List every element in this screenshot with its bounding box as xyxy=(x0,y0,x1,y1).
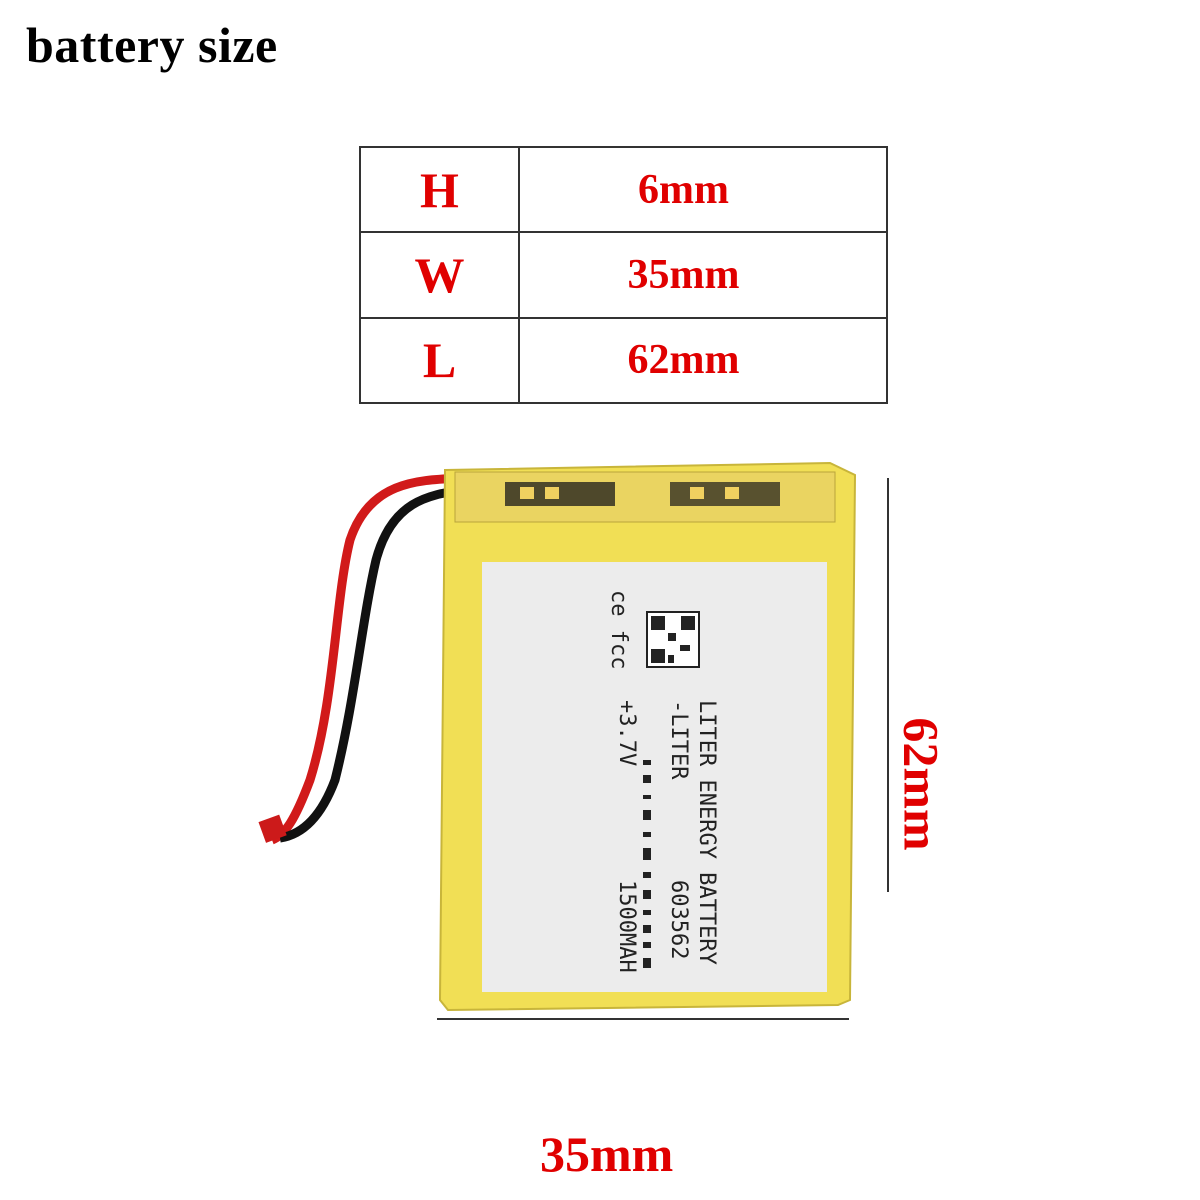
dimension-value-h: 6mm xyxy=(518,145,888,234)
label-capacity: 1500MAH xyxy=(614,880,639,973)
dimension-table: H 6mm W 35mm L 62mm xyxy=(359,145,888,405)
dimension-key-h: H xyxy=(359,145,520,234)
pcb-pad xyxy=(545,487,559,499)
battery-label-text: LITER ENERGY BATTERY -LITER 603562 +3.7V… xyxy=(614,700,719,973)
pcb-pad xyxy=(520,487,534,499)
dimension-value-l: 62mm xyxy=(518,316,888,405)
width-dimension-line xyxy=(437,1018,849,1020)
table-row: W 35mm xyxy=(359,231,888,319)
cert-text: ce fcc xyxy=(606,590,631,669)
red-wire xyxy=(270,473,463,845)
pcb-pad xyxy=(725,487,739,499)
label-model: 603562 xyxy=(666,880,691,959)
length-dimension-line xyxy=(887,478,889,892)
width-label: 35mm xyxy=(540,1126,674,1182)
page-title: battery size xyxy=(26,17,278,73)
dimension-value-w: 35mm xyxy=(518,231,888,319)
table-row: L 62mm xyxy=(359,316,888,405)
label-sub-brand: -LITER xyxy=(666,700,691,780)
dimension-key-w: W xyxy=(359,231,520,319)
barcode xyxy=(643,760,651,968)
black-wire xyxy=(279,485,463,843)
label-brand: LITER ENERGY BATTERY xyxy=(694,700,719,965)
length-label: 62mm xyxy=(893,717,950,851)
table-row: H 6mm xyxy=(359,145,888,234)
label-cert: ce fcc xyxy=(606,590,631,669)
wire-tip xyxy=(258,814,287,843)
qr-code-icon xyxy=(646,611,700,668)
label-voltage: +3.7V xyxy=(614,700,639,766)
pcb-pad xyxy=(690,487,704,499)
dimension-key-l: L xyxy=(359,316,520,405)
